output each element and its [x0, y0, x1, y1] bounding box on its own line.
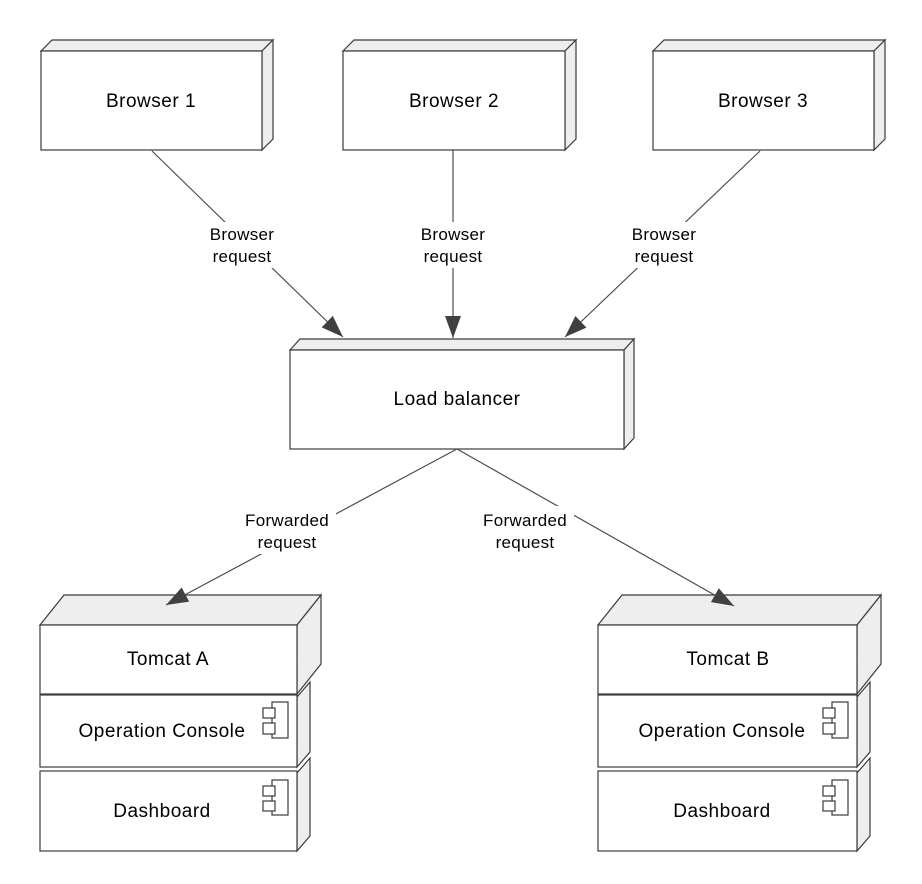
box-right-face	[261, 38, 274, 152]
component-icon-tab	[262, 800, 276, 812]
box-top-face	[596, 594, 883, 626]
edge-label: request	[496, 533, 555, 552]
box-right-face	[856, 680, 871, 769]
box-front-face	[597, 770, 858, 852]
edge-label: request	[213, 247, 272, 266]
component-icon-tab	[262, 785, 276, 797]
edge-label-bg	[413, 222, 493, 268]
edge-label-bg	[624, 222, 704, 268]
node-browser-3: Browser 3	[651, 38, 887, 152]
component-label: Dashboard	[673, 801, 770, 822]
box-front-face	[39, 770, 298, 852]
box-right-face	[564, 38, 577, 152]
component-icon-tab	[262, 707, 276, 719]
component-tomcat-b-dashboard: Dashboard	[597, 756, 871, 853]
box-front-face	[39, 694, 298, 768]
edge-browser-request-2: Browser request	[413, 150, 493, 338]
node-tomcat-a: Tomcat A	[38, 593, 323, 696]
component-icon-body	[831, 779, 849, 816]
edge-label: request	[258, 533, 317, 552]
component-icon-body	[271, 779, 289, 816]
edge-label: Browser	[632, 225, 696, 244]
box-top-face	[651, 39, 887, 52]
component-tomcat-a-dashboard: Dashboard	[39, 756, 311, 853]
box-right-face	[296, 756, 311, 853]
edge-arrow	[456, 448, 735, 607]
box-right-face	[873, 38, 886, 152]
box-front-face	[342, 50, 566, 151]
node-label-tomcat-a: Tomcat A	[127, 649, 209, 670]
node-label-tomcat-b: Tomcat B	[686, 649, 769, 670]
box-right-face	[296, 680, 311, 769]
node-browser-2: Browser 2	[341, 38, 578, 152]
component-icon-body	[831, 701, 849, 739]
box-front-face	[597, 694, 858, 768]
edge-browser-request-3: Browser request	[564, 150, 761, 338]
component-label: Operation Console	[639, 721, 806, 742]
component-icon	[822, 779, 849, 816]
node-label-browser-3: Browser 3	[718, 91, 808, 112]
box-front-face	[652, 50, 875, 151]
component-tomcat-a-operation-console: Operation Console	[39, 680, 311, 769]
component-icon-tab	[822, 722, 836, 735]
box-top-face	[38, 594, 323, 626]
box-top-face	[288, 338, 636, 351]
component-icon	[262, 701, 289, 739]
edge-browser-request-1: Browser request	[151, 150, 344, 338]
edge-label: Forwarded	[245, 511, 329, 530]
box-front-face	[40, 50, 263, 151]
component-icon-body	[271, 701, 289, 739]
node-browser-1: Browser 1	[39, 38, 275, 152]
edge-label-bg	[476, 506, 574, 554]
box-right-face	[623, 337, 635, 451]
node-label-browser-1: Browser 1	[106, 91, 196, 112]
component-label: Dashboard	[113, 801, 210, 822]
box-right-face	[856, 756, 871, 853]
component-icon-tab	[822, 800, 836, 812]
component-icon	[822, 701, 849, 739]
edge-label: request	[424, 247, 483, 266]
edge-label: Browser	[421, 225, 485, 244]
box-front-face	[39, 624, 298, 695]
node-label-load-balancer: Load balancer	[394, 389, 521, 410]
box-top-face	[39, 39, 275, 52]
component-icon	[262, 779, 289, 816]
component-icon-tab	[262, 722, 276, 735]
node-label-browser-2: Browser 2	[409, 91, 499, 112]
edge-label-bg	[238, 506, 336, 554]
component-icon-tab	[822, 785, 836, 797]
edge-label: Forwarded	[483, 511, 567, 530]
component-icon-tab	[822, 707, 836, 719]
box-front-face	[289, 349, 625, 450]
box-front-face	[597, 624, 858, 695]
edge-label-bg	[202, 222, 282, 268]
edge-label: Browser	[210, 225, 274, 244]
component-label: Operation Console	[79, 721, 246, 742]
node-load-balancer: Load balancer	[288, 337, 636, 451]
box-top-face	[341, 39, 578, 52]
edge-forwarded-request-right: Forwarded request	[456, 448, 735, 607]
component-tomcat-b-operation-console: Operation Console	[597, 680, 871, 769]
edge-label: request	[635, 247, 694, 266]
edge-forwarded-request-left: Forwarded request	[165, 448, 458, 606]
node-tomcat-b: Tomcat B	[596, 593, 883, 696]
